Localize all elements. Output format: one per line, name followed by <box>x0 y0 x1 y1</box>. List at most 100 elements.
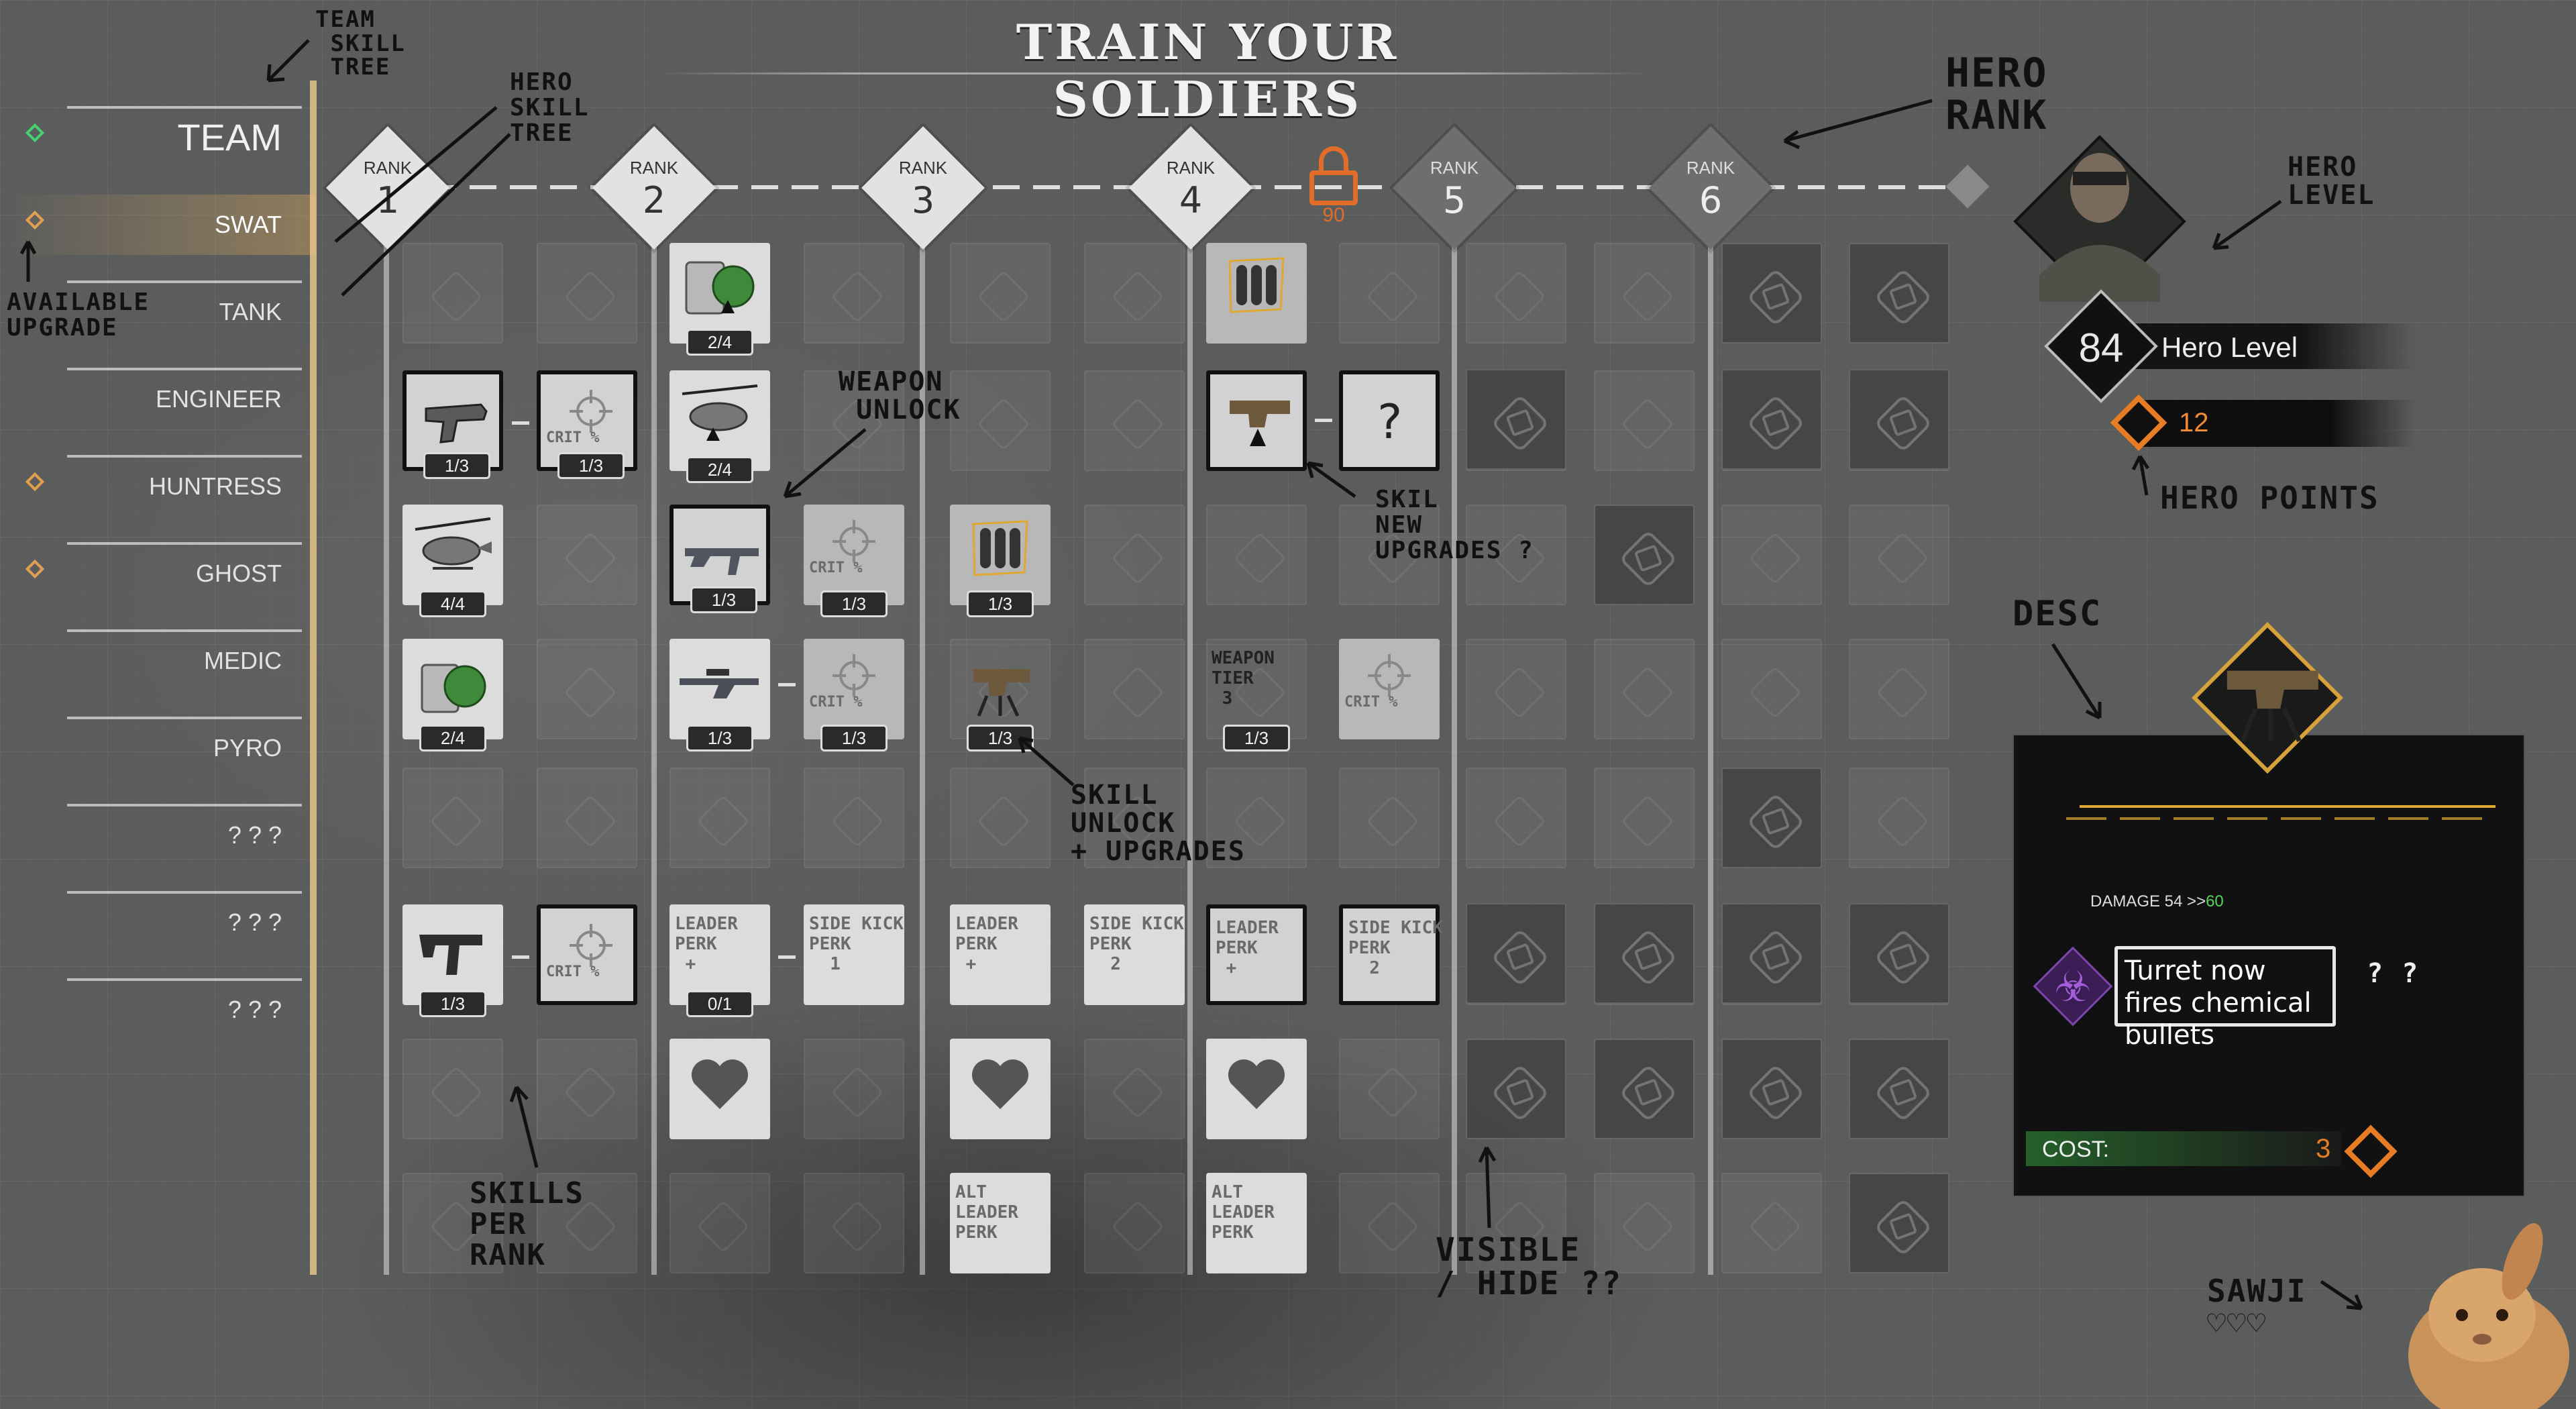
hero-level-badge: 84 <box>2044 289 2158 403</box>
empty-skill-slot <box>1721 1173 1822 1273</box>
skill-turret[interactable]: 1/3 <box>950 639 1051 751</box>
sidebar-item-pyro[interactable]: PYRO <box>0 717 309 769</box>
skill-grenade-r2[interactable]: 2/4 <box>669 243 770 356</box>
damage-new-value: 60 <box>2206 892 2224 910</box>
skill-helicopter-r2[interactable]: 2/4 <box>669 370 770 483</box>
skill-leader-perk-r3[interactable]: LEADER PERK + <box>950 904 1051 1005</box>
skill-assault-rifle[interactable]: 1/3 <box>669 505 770 613</box>
grenade-icon <box>421 664 486 713</box>
skill-progress: 1/3 <box>1223 725 1290 751</box>
heart-icon <box>691 1059 749 1109</box>
rank-label: RANK <box>629 158 679 178</box>
empty-skill-slot <box>1594 639 1695 739</box>
sidebar-item-label: GHOST <box>195 560 282 587</box>
empty-skill-slot <box>950 370 1051 471</box>
skill-ammo-r4[interactable] <box>1206 243 1307 344</box>
skill-alt-leader-perk-r3[interactable]: ALT LEADER PERK <box>950 1173 1051 1273</box>
skill-uzi[interactable]: 1/3 <box>402 904 503 1017</box>
description-divider <box>2080 805 2496 808</box>
rank-4-marker[interactable]: RANK 4 <box>1129 126 1252 250</box>
locked-skill-slot[interactable] <box>1594 1039 1695 1139</box>
skill-progress: 4/4 <box>419 590 486 617</box>
skill-leader-perk-r4[interactable]: LEADER PERK + <box>1206 904 1307 1005</box>
skill-grenade[interactable]: 2/4 <box>402 639 503 751</box>
locked-skill-slot[interactable] <box>1721 243 1822 344</box>
skill-rifle-crit[interactable]: CRIT % 1/3 <box>804 505 904 617</box>
rank-column-line <box>920 228 925 1275</box>
skill-turret-crit[interactable]: CRIT % <box>1339 639 1440 739</box>
skill-health-r3[interactable] <box>950 1039 1051 1139</box>
skill-sniper[interactable]: 1/3 <box>669 639 770 751</box>
empty-skill-slot <box>537 243 637 344</box>
crit-label: CRIT % <box>1344 694 1398 711</box>
skill-pistol-crit[interactable]: CRIT % 1/3 <box>537 370 637 479</box>
skill-progress: 2/4 <box>686 329 753 356</box>
sidebar-item-tank[interactable]: TANK <box>0 280 309 333</box>
empty-skill-slot <box>950 768 1051 868</box>
sidebar-item-medic[interactable]: MEDIC <box>0 629 309 682</box>
skill-turret-new[interactable] <box>1206 370 1307 471</box>
locked-skill-slot[interactable] <box>1849 1173 1949 1273</box>
sidebar-item-label: PYRO <box>213 734 282 762</box>
locked-skill-slot[interactable] <box>1466 903 1566 1004</box>
locked-skill-slot[interactable] <box>1466 1039 1566 1139</box>
sidebar-item-unknown-2[interactable]: ? ? ? <box>0 891 309 943</box>
sidebar-item-engineer[interactable]: ENGINEER <box>0 368 309 420</box>
empty-skill-slot <box>402 243 503 344</box>
locked-skill-slot[interactable] <box>1849 369 1949 470</box>
locked-skill-slot[interactable] <box>1721 903 1822 1004</box>
locked-skill-slot[interactable] <box>1466 369 1566 470</box>
skill-sidekick-perk-2-r3[interactable]: SIDE KICK PERK 2 <box>1084 904 1185 1005</box>
locked-skill-slot[interactable] <box>1849 243 1949 344</box>
empty-skill-slot <box>537 1173 637 1273</box>
rank-number: 4 <box>1179 179 1203 221</box>
sidebar-item-swat[interactable]: SWAT <box>0 199 309 246</box>
sidebar-item-unknown-1[interactable]: ? ? ? <box>0 804 309 856</box>
annotation-hero-skill-tree: HERO SKILL TREE <box>510 68 590 147</box>
rank-2-marker[interactable]: RANK 2 <box>592 126 716 250</box>
skill-helicopter[interactable]: 4/4 <box>402 505 503 617</box>
sidebar-item-label: HUNTRESS <box>148 472 282 500</box>
skill-unknown-upgrade[interactable]: ? <box>1339 370 1440 471</box>
heart-icon <box>971 1059 1029 1109</box>
skill-alt-leader-perk-r4[interactable]: ALT LEADER PERK <box>1206 1173 1307 1273</box>
rank-column-line <box>1452 228 1457 1275</box>
title-divider <box>657 72 1650 74</box>
skill-sidekick-perk-1[interactable]: SIDE KICK PERK 1 <box>804 904 904 1005</box>
locked-skill-slot[interactable] <box>1849 1039 1949 1139</box>
skill-pistol[interactable]: 1/3 <box>402 370 503 479</box>
locked-skill-slot[interactable] <box>1721 768 1822 868</box>
skill-progress: 1/3 <box>686 725 753 751</box>
rank-6-marker[interactable]: RANK 6 <box>1649 126 1772 250</box>
rank-1-marker[interactable]: RANK 1 <box>326 126 449 250</box>
hero-level-label: Hero Level <box>2161 331 2298 363</box>
sidebar-item-ghost[interactable]: GHOST <box>0 542 309 594</box>
skill-sniper-crit[interactable]: CRIT % 1/3 <box>804 639 904 751</box>
sidebar-item-huntress[interactable]: HUNTRESS <box>0 455 309 507</box>
rank-3-marker[interactable]: RANK 3 <box>861 126 985 250</box>
skill-ammo[interactable]: 1/3 <box>950 505 1051 617</box>
annotation-team-skill-tree: TEAM SKILL TREE <box>315 6 406 81</box>
skill-health-r2[interactable] <box>669 1039 770 1139</box>
locked-skill-slot[interactable] <box>1849 903 1949 1004</box>
empty-skill-slot <box>537 505 637 605</box>
skill-health-r4[interactable] <box>1206 1039 1307 1139</box>
empty-skill-slot <box>537 768 637 868</box>
hero-points-bar <box>2133 400 2415 447</box>
empty-skill-slot <box>1849 639 1949 739</box>
skill-leader-perk-r2[interactable]: LEADER PERK + 0/1 <box>669 904 770 1017</box>
skill-uzi-crit[interactable]: CRIT % <box>537 904 637 1005</box>
locked-skill-slot[interactable] <box>1594 505 1695 605</box>
sidebar-item-label: TANK <box>219 298 282 325</box>
rank-5-marker[interactable]: RANK 5 <box>1393 126 1516 250</box>
locked-skill-slot[interactable] <box>1721 1039 1822 1139</box>
rank-label: RANK <box>1166 158 1216 178</box>
empty-skill-slot <box>1721 505 1822 605</box>
locked-skill-slot[interactable] <box>1594 903 1695 1004</box>
skill-sidekick-perk-2-r4[interactable]: SIDE KICK PERK 2 <box>1339 904 1443 1005</box>
sidebar-item-unknown-3[interactable]: ? ? ? <box>0 978 309 1031</box>
crosshair-icon <box>833 520 875 563</box>
skill-weapon-tier-3[interactable]: WEAPON TIER 3 1/3 <box>1206 639 1307 751</box>
locked-skill-slot[interactable] <box>1721 369 1822 470</box>
sidebar-item-team[interactable]: TEAM <box>0 106 309 158</box>
